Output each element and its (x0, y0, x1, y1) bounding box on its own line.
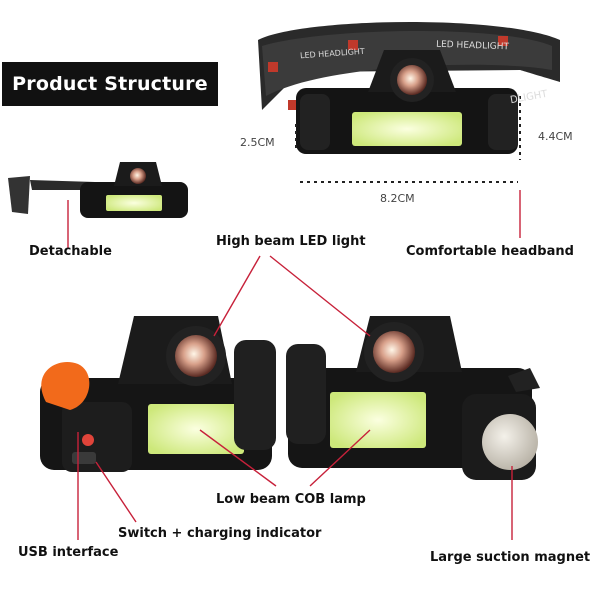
label-magnet: Large suction magnet (430, 550, 591, 565)
leader-lines (67, 190, 521, 540)
label-switch: Switch + charging indicator (118, 526, 322, 541)
label-comfortable-headband: Comfortable headband (406, 244, 574, 259)
label-usb: USB interface (18, 545, 119, 560)
title-badge: Product Structure (2, 62, 218, 106)
label-low-beam: Low beam COB lamp (216, 492, 366, 507)
dimension-height-right: 4.4CM (538, 130, 573, 143)
page-title: Product Structure (12, 73, 208, 95)
dimension-lines (295, 96, 521, 183)
top-headlamp (296, 50, 518, 154)
label-detachable: Detachable (29, 244, 112, 259)
label-high-beam: High beam LED light (216, 234, 366, 249)
dimension-width: 8.2CM (380, 192, 415, 205)
magnet-headlamp (286, 316, 540, 480)
small-headlamp (8, 162, 188, 218)
front-headlamp (40, 316, 276, 472)
dimension-height-left: 2.5CM (240, 136, 275, 149)
